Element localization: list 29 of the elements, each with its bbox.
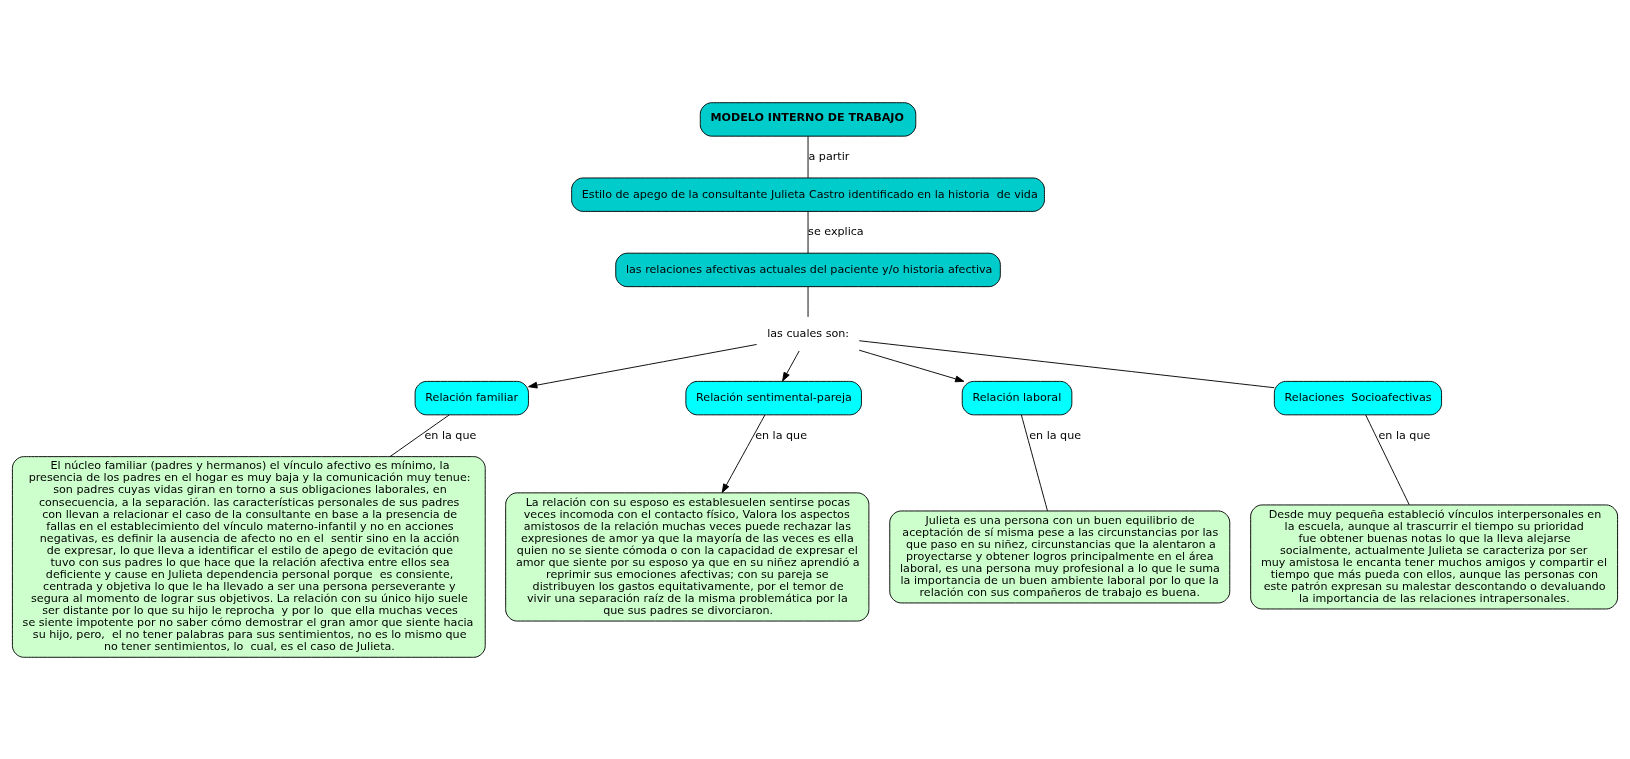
arrow <box>782 350 800 381</box>
edge-label: se explica <box>808 224 864 238</box>
node-box: El núcleo familiar (padres y hermanos) el vínculo afectivo es mínimo, la presencia de los padres en el hogar es muy baja y la comunicación muy tenue: son padres cuyas vidas giran en torno a sus obligaciones laborales, en consecuencia, a la separación. las características personales de sus padres con llevan a relacionar el caso de la consultante en base a la presencia de fallas en el establecimiento del vínculo materno-infantil y no en acciones negativas, es definir la ausencia de afecto no en el sentir sino en la acción de expresar, lo que lleva a identificar el estilo de apego de evitación que tuvo con sus padres lo que hace que la relación afectiva entre ellos sea deficiente y cause en Julieta dependencia personal porque es consiente, centrada y objetiva lo que le ha llevado a ser una persona perseverante y segura al momento de lograr sus objetivos. La relación con su único hijo suele ser distante por lo que su hijo le reprocha y por lo que ella muchas veces se siente impotente por no saber cómo demostrar el gran amor que siente hacia su hijo, pero, el no tener palabras para sus sentimientos, no es lo mismo que no tener sentimientos, lo cual, es el caso de Julieta. <box>11 455 486 658</box>
arrow <box>528 343 758 388</box>
connector <box>1365 414 1410 505</box>
node-box: Julieta es una persona con un buen equilibrio de aceptación de sí misma pese a las circunstancias por las que paso en su niñez, circunstancias que la alentaron a proyectarse y obtener logros principalmente en el área laboral, es una persona muy profesional a lo que le suma la importancia de un buen ambiente laboral por lo que la relación con sus compañeros de trabajo es buena. <box>889 510 1231 603</box>
arrow <box>858 349 965 382</box>
node-box: Relaciones Socioafectivas <box>1273 380 1443 415</box>
node-box: MODELO INTERNO DE TRABAJO <box>699 101 917 137</box>
edge-label: en la que <box>424 428 477 442</box>
node-box: Estilo de apego de la consultante Julieta Castro identificado en la historia de vida <box>571 177 1045 212</box>
edge-label: en la que <box>755 428 808 442</box>
edge-label: en la que <box>1378 428 1431 442</box>
connector <box>807 285 809 317</box>
connector <box>858 339 1275 388</box>
edge-label: en la que <box>1029 428 1082 442</box>
node-box: las relaciones afectivas actuales del paciente y/o historia afectiva <box>615 252 1001 287</box>
node-text: las cuales son: <box>767 326 850 340</box>
node-box: Relación sentimental-pareja <box>685 380 862 415</box>
connector <box>389 414 450 457</box>
connector <box>807 210 809 254</box>
node-box: Desde muy pequeña estableció vínculos interpersonales en la escuela, aunque al trascurrir el tiempo su prioridad fue obtener buenas notas lo que la lleva alejarse socialmente, actualmente Julieta se caracteriza por ser muy amistosa le encanta tener muchos amigos y compartir el tiempo que más pueda con ellos, aunque las personas con este patrón expresan su malestar descontando o devaluando la importancia de las relaciones intrapersonales. <box>1250 503 1619 609</box>
node-box: Relación laboral <box>961 380 1073 415</box>
node-box: La relación con su esposo es establesuelen sentirse pocas veces incomoda con el contacto físico, Valora los aspectos amistosos de la relación muchas veces puede rechazar las expresiones de amor ya que la mayoría de las veces es ella quien no se siente cómoda o con la capacidad de expresar el amor que siente por su esposo ya que en su niñez aprendió a reprimir sus emociones afectivas; con su pareja se distribuyen los gastos equitativamente, por el temor de vivir una separación raíz de la misma problemática por la que sus padres se divorciaron. <box>505 491 870 622</box>
connector <box>1020 414 1048 511</box>
edge-label: a partir <box>808 149 850 163</box>
node-box: Relación familiar <box>414 380 529 415</box>
connector <box>807 135 809 178</box>
arrow <box>721 414 766 493</box>
